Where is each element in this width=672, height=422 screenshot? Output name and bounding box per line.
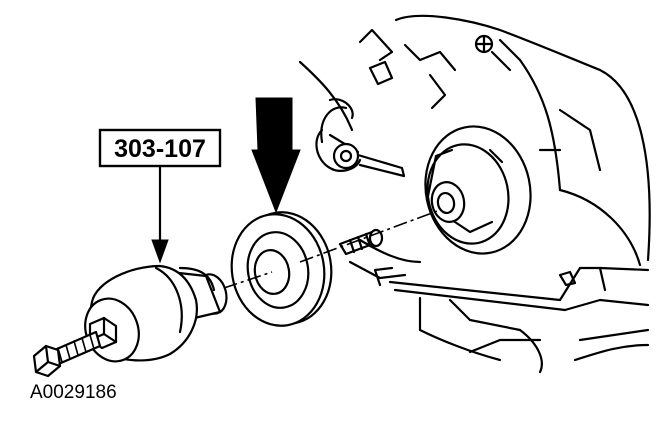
tool-number-callout: 303-107	[98, 128, 222, 168]
figure-id-label: A0029186	[30, 382, 117, 403]
tool-number-label: 303-107	[114, 135, 206, 163]
install-direction-arrow-icon	[251, 97, 301, 214]
engine-block	[298, 14, 651, 374]
crankshaft-hub	[338, 125, 532, 256]
bracket-pulley	[315, 106, 406, 178]
crankshaft-front-seal	[230, 211, 333, 327]
callout-leader	[151, 164, 169, 264]
seal-installer-tool	[32, 264, 228, 378]
